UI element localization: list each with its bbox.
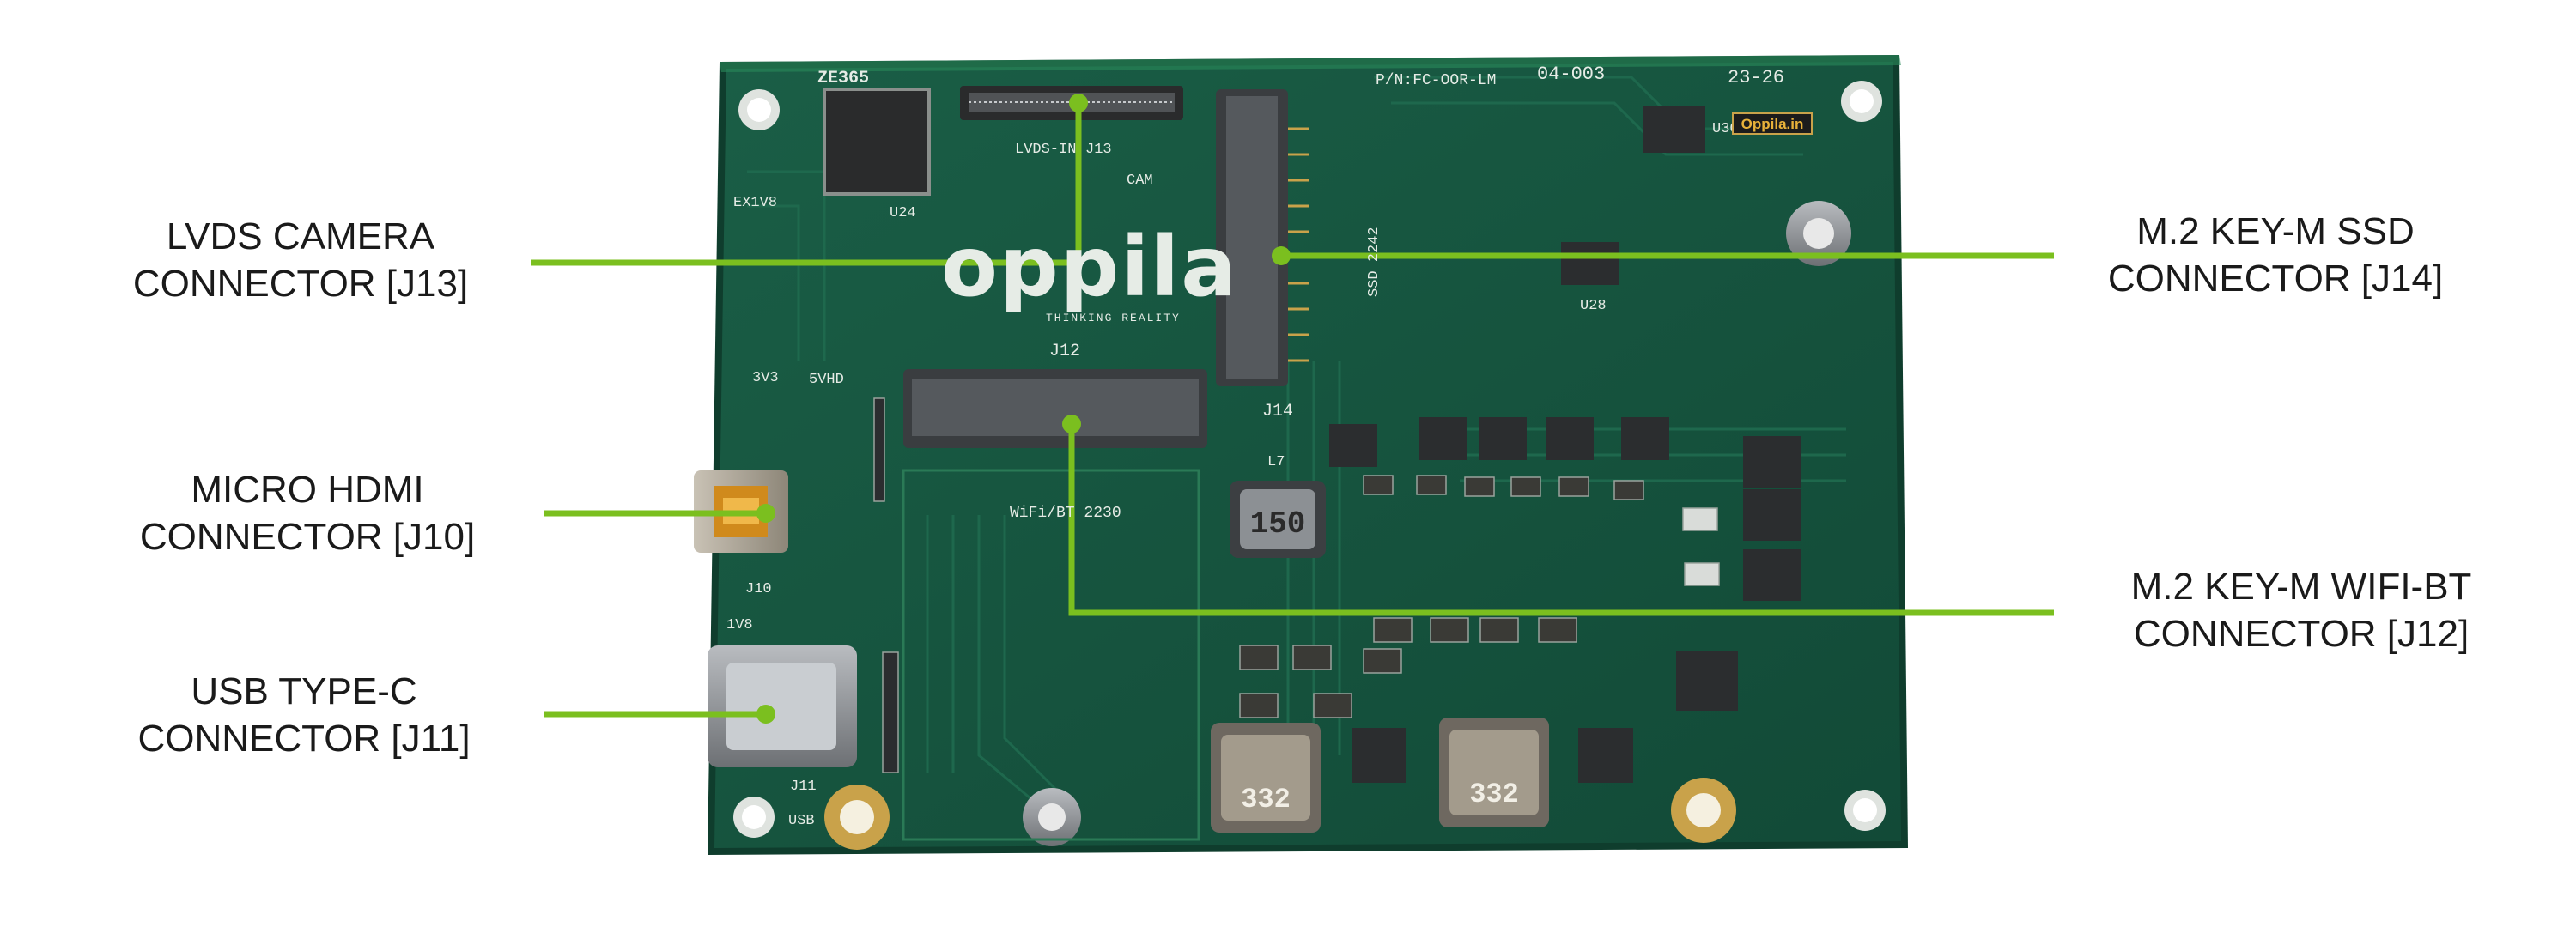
callout-micro-hdmi: MICRO HDMI CONNECTOR [J10] — [118, 466, 496, 560]
callout-lvds-line2: CONNECTOR [J13] — [132, 263, 469, 305]
silk-u28: U28 — [1580, 298, 1607, 314]
callout-hdmi-line1: MICRO HDMI — [191, 469, 424, 511]
silk-ex1v8: EX1V8 — [733, 195, 777, 211]
silk-wifi-bt-2230: WiFi/BT 2230 — [1010, 505, 1121, 522]
silk-3v3: 3V3 — [752, 370, 779, 386]
logo-tagline: THINKING REALITY — [1046, 312, 1181, 324]
silk-u24: U24 — [890, 205, 916, 221]
leader-hdmi-dot — [756, 504, 775, 523]
inductor-l6-marking: 332 — [1241, 784, 1291, 815]
silk-revision: 23-26 — [1728, 67, 1784, 88]
m2-wifi-connector-j12 — [902, 369, 1207, 841]
inductor-markings: 150 332 332 — [1241, 506, 1519, 815]
leader-lvds — [531, 103, 1082, 266]
passive-components — [873, 397, 1720, 773]
silk-1v8: 1V8 — [726, 617, 753, 633]
silk-u30: U30 — [1712, 121, 1739, 137]
logo-text: oppila — [941, 219, 1238, 315]
callout-m2-wifi-bt: M.2 KEY-M WIFI-BT CONNECTOR [J12] — [2078, 563, 2524, 657]
callout-m2-ssd: M.2 KEY-M SSD CONNECTOR [J14] — [2078, 208, 2473, 302]
usb-c-port-j11 — [708, 645, 857, 767]
brand-tag-text: Oppila.in — [1741, 116, 1804, 132]
leader-lvds-dot — [1069, 94, 1088, 112]
leader-wifi — [1068, 424, 2054, 616]
callout-leader-lines — [531, 94, 2054, 724]
silk-usb: USB — [788, 813, 815, 829]
leader-ssd-dot — [1272, 246, 1291, 265]
callout-wifi-line2: CONNECTOR [J12] — [2133, 613, 2470, 655]
silk-j11: J11 — [790, 779, 817, 795]
inductor-l7-marking: 150 — [1250, 506, 1306, 542]
silk-cam: CAM — [1127, 173, 1153, 189]
callout-lvds-line1: LVDS CAMERA — [166, 215, 435, 258]
leader-wifi-dot — [1062, 415, 1081, 433]
callout-ssd-line2: CONNECTOR [J14] — [2107, 258, 2444, 300]
leader-usbc-dot — [756, 705, 775, 724]
callout-lvds-camera: LVDS CAMERA CONNECTOR [J13] — [112, 213, 489, 307]
m2-ssd-connector-j14 — [1216, 89, 1309, 386]
callout-usbc-line1: USB TYPE-C — [191, 670, 417, 712]
silk-j10: J10 — [745, 581, 772, 597]
brand-tag: Oppila.in — [1732, 112, 1813, 135]
inductor-l7 — [1230, 481, 1326, 558]
processor-chip — [823, 88, 931, 196]
callout-usbc-line2: CONNECTOR [J11] — [137, 718, 471, 760]
silk-5vhd: 5VHD — [809, 372, 844, 388]
silk-l7: L7 — [1267, 454, 1285, 470]
callout-usb-c: USB TYPE-C CONNECTOR [J11] — [115, 668, 493, 762]
callout-wifi-line1: M.2 KEY-M WIFI-BT — [2130, 566, 2472, 608]
pcb-edge-highlight — [720, 55, 1901, 72]
callout-hdmi-line2: CONNECTOR [J10] — [139, 516, 476, 558]
silk-part-number: P/N:FC-OOR-LM — [1376, 72, 1496, 89]
silk-lvds-in: LVDS-IN — [1015, 142, 1076, 158]
mounting-holes — [733, 81, 1886, 850]
silkscreen-text: ZE365 P/N:FC-OOR-LM 04-003 23-26 LVDS-IN… — [726, 64, 1784, 829]
silk-j13: J13 — [1085, 142, 1112, 158]
inductor-l9-marking: 332 — [1469, 779, 1519, 810]
power-mosfets — [1329, 106, 1801, 783]
inductor-l6 — [1211, 723, 1321, 833]
silk-date-code: 04-003 — [1537, 64, 1605, 85]
silk-top-left-mark: ZE365 — [817, 69, 869, 88]
board-logo: oppila THINKING REALITY — [941, 219, 1238, 324]
silk-ssd-2242: SSD 2242 — [1366, 227, 1382, 297]
inductor-l9 — [1439, 718, 1549, 827]
callout-ssd-line1: M.2 KEY-M SSD — [2136, 210, 2415, 252]
silk-j14: J14 — [1262, 402, 1293, 421]
silk-j12: J12 — [1049, 342, 1080, 361]
